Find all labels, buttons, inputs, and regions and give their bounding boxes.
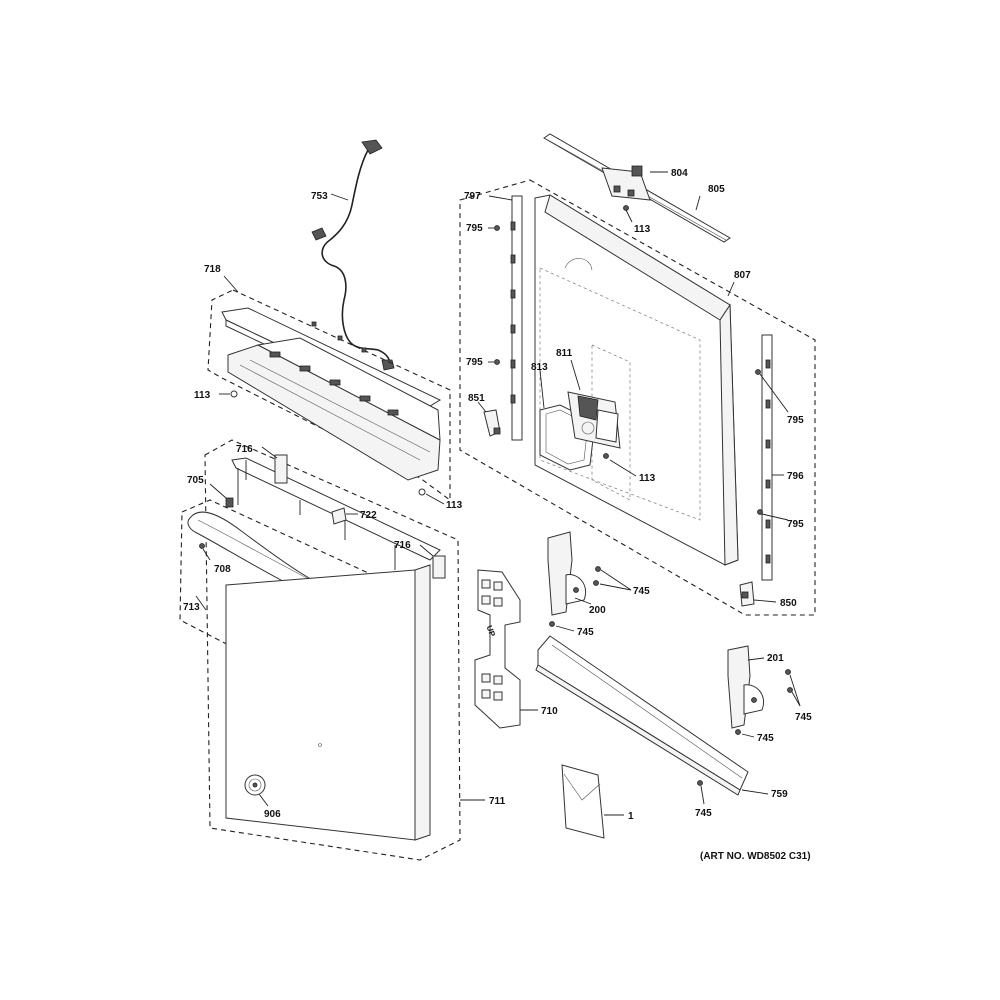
control-board-housing (227, 321, 441, 481)
screw-795-mid-left (494, 359, 500, 365)
screws-745-hinge-200 (593, 566, 632, 591)
callout-745-hinge-200: 745 (633, 586, 650, 597)
callout-201: 201 (767, 653, 784, 664)
callout-811: 811 (556, 348, 573, 359)
callout-805: 805 (708, 184, 725, 195)
hinge-201 (727, 645, 764, 729)
toe-kick-759 (535, 635, 749, 796)
callout-716-right: 716 (394, 540, 411, 551)
side-rail-797 (510, 195, 523, 441)
callout-1: 1 (628, 811, 634, 822)
screws-745-hinge-201 (785, 669, 801, 707)
clip-113-panel-edge (418, 488, 445, 505)
screw-113-control-panel (219, 390, 238, 398)
callout-795-mid-left: 795 (466, 357, 483, 368)
literature-bag-1 (561, 764, 605, 839)
door-outer-panel-711 (225, 564, 431, 841)
screw-708-left (199, 543, 205, 549)
screw-113-dispenser (603, 453, 609, 459)
callout-711: 711 (489, 796, 506, 807)
screw-113-vent (623, 205, 633, 223)
door-inner-frame-716 (231, 454, 446, 579)
callout-795-top-left: 795 (466, 223, 483, 234)
callout-851: 851 (468, 393, 485, 404)
callout-200: 200 (589, 605, 606, 616)
screw-795-top-left (494, 225, 500, 231)
callout-710: 710 (541, 706, 558, 717)
callout-906: 906 (264, 809, 281, 820)
callout-753: 753 (311, 191, 328, 202)
callout-713: 713 (183, 602, 200, 613)
screw-795-right-upper (755, 369, 761, 375)
callout-804: 804 (671, 168, 688, 179)
side-rail-796 (761, 334, 773, 581)
callout-745-hinge-201: 745 (795, 712, 812, 723)
wire-harness-753 (311, 139, 395, 371)
screw-745-below-hinge-201 (735, 729, 741, 735)
callout-113-dispenser: 113 (639, 473, 656, 484)
callout-113-vent: 113 (634, 224, 651, 235)
callout-759: 759 (771, 789, 788, 800)
callout-807: 807 (734, 270, 751, 281)
inner-door-group-outline (459, 179, 816, 616)
inner-door-liner-807 (534, 194, 739, 566)
callout-718: 718 (204, 264, 221, 275)
callout-745-below-hinge-201: 745 (757, 733, 774, 744)
bracket-722 (331, 507, 358, 525)
callout-795-right-upper: 795 (787, 415, 804, 426)
callout-716-top: 716 (236, 444, 253, 455)
callout-813: 813 (531, 362, 548, 373)
up-mark: UP (485, 624, 497, 638)
callout-113-control-panel: 113 (194, 390, 211, 401)
callout-705-left: 705 (187, 475, 204, 486)
screw-795-right-lower (757, 509, 763, 515)
callout-745-toe-kick: 745 (695, 808, 712, 819)
art-number-label: (ART NO. WD8502 C31) (700, 851, 811, 862)
callout-708-left: 708 (214, 564, 231, 575)
screw-705-left (209, 483, 234, 508)
callout-745-below-hinge: 745 (577, 627, 594, 638)
dispenser-811 (567, 391, 621, 449)
hinge-200 (547, 531, 586, 616)
badge-906 (244, 774, 266, 796)
callout-795-right-lower: 795 (787, 519, 804, 530)
callout-796: 796 (787, 471, 804, 482)
callout-722: 722 (360, 510, 377, 521)
screw-745-toe-kick (697, 780, 703, 786)
callout-113-panel-edge: 113 (446, 500, 463, 511)
vent-assembly-804 (601, 165, 651, 201)
bracket-850 (739, 581, 755, 607)
spacer-710: UP (474, 569, 521, 729)
callout-797: 797 (464, 191, 481, 202)
screw-745-below-hinge (549, 621, 555, 627)
door-outer-group-outline (204, 439, 461, 861)
callout-850: 850 (780, 598, 797, 609)
latch-851 (483, 409, 501, 437)
